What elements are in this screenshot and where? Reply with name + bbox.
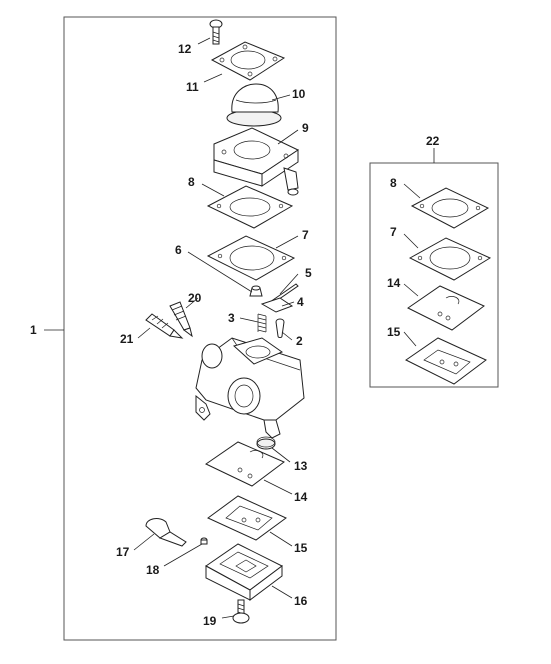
callout-18: 18 [146,563,160,577]
callout-13: 13 [294,459,308,473]
callout-14: 14 [294,490,308,504]
kit-diaphragm-8 [410,187,490,229]
pin-part-18 [200,537,208,545]
screw-part-12 [209,19,223,45]
callout-6: 6 [175,243,182,257]
callout-10: 10 [292,87,306,101]
callout-16: 16 [294,594,308,608]
inlet-needle-part-6 [249,285,263,297]
callout-9: 9 [302,121,309,135]
fitting-part-17 [145,518,187,547]
adjusting-screw-part-20 [169,301,193,338]
kit-gasket-7 [408,237,492,281]
diaphragm-part-8 [206,185,294,229]
kit-callout-15: 15 [387,325,401,339]
gasket-part-14 [205,441,285,487]
adjusting-screw-part-21 [145,313,184,339]
callout-5: 5 [305,266,312,280]
kit-callout-14: 14 [387,276,401,290]
assembly-frame [63,16,337,641]
kit-metering-diaphragm-15 [405,337,487,385]
pump-cover-part-9 [213,127,300,196]
callout-15: 15 [294,541,308,555]
gasket-part-7 [206,235,296,281]
kit-gasket-14 [407,285,485,331]
callout-12: 12 [178,42,192,56]
metering-diaphragm-part-15 [207,495,287,541]
filter-screen-part-13 [256,436,276,450]
callout-8: 8 [188,175,195,189]
callout-1: 1 [30,323,37,337]
callout-11: 11 [186,80,199,94]
kit-callout-8: 8 [390,176,397,190]
leader-lines [44,37,435,619]
callout-7: 7 [302,228,309,242]
callout-3: 3 [228,311,235,325]
callout-22: 22 [426,134,440,148]
callout-19: 19 [203,614,217,628]
callout-17: 17 [116,545,130,559]
screw-part-19 [232,599,250,624]
kit-callout-7: 7 [390,225,397,239]
spring-part-3 [257,313,267,333]
callout-20: 20 [188,291,202,305]
control-lever-part-4 [260,297,294,313]
needle-part-2 [275,318,285,338]
carburetor-body [195,337,305,439]
callout-21: 21 [120,332,134,346]
end-cover-part-16 [205,543,283,601]
primer-bulb-part-10 [226,83,282,127]
callout-2: 2 [296,334,303,348]
callout-4: 4 [297,295,304,309]
cover-plate-part-11 [210,41,286,81]
